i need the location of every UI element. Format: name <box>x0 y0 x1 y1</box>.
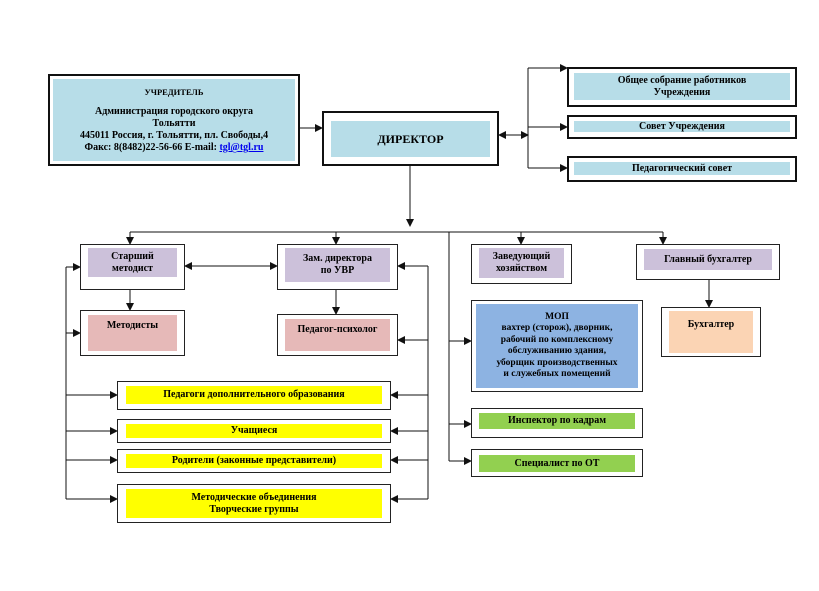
ot-specialist-label: Специалист по ОТ <box>479 455 635 472</box>
deputy-director-line2: по УВР <box>320 265 355 276</box>
board-box: Совет Учреждения <box>567 115 797 139</box>
mop-line5: и служебных помещений <box>503 369 611 379</box>
parents-label: Родители (законные представители) <box>126 454 382 468</box>
director-label: ДИРЕКТОР <box>331 121 490 157</box>
pedagogical-council-box: Педагогический совет <box>567 156 797 182</box>
senior-methodist-line2: методист <box>112 262 153 274</box>
chief-accountant-box: Главный бухгалтер <box>636 244 780 280</box>
household-manager-line1: Заведующий <box>492 251 551 262</box>
founder-fax: Факс: 8(8482)22-56-66 E-mail: <box>84 142 217 153</box>
founder-heading: УЧРЕДИТЕЛЬ <box>144 87 204 97</box>
pedagogical-council-label: Педагогический совет <box>574 162 790 175</box>
students-label: Учащиеся <box>126 424 382 438</box>
method-groups-line2: Творческие группы <box>209 503 299 515</box>
senior-methodist-line1: Старший <box>111 250 154 262</box>
accountant-label: Бухгалтер <box>669 311 753 353</box>
founder-contacts: Факс: 8(8482)22-56-66 E-mail: tgl@tgl.ru <box>85 142 264 154</box>
additional-teachers-label: Педагоги дополнительного образования <box>126 386 382 404</box>
founder-content: УЧРЕДИТЕЛЬ Администрация городского окру… <box>53 79 295 161</box>
household-manager-label: Заведующий хозяйством <box>479 248 564 278</box>
additional-teachers-box: Педагоги дополнительного образования <box>117 381 391 410</box>
director-box: ДИРЕКТОР <box>322 111 499 166</box>
mop-line2: рабочий по комплексному <box>500 334 614 345</box>
board-label: Совет Учреждения <box>574 121 790 132</box>
ot-specialist-box: Специалист по ОТ <box>471 449 643 477</box>
psychologist-label: Педагог-психолог <box>285 319 390 351</box>
founder-org: Администрация городского округа <box>94 106 254 117</box>
founder-address: 445011 Россия, г. Тольятти, пл. Свободы,… <box>79 130 269 141</box>
parents-box: Родители (законные представители) <box>117 449 391 473</box>
mop-line4: уборщик производственных <box>496 357 618 368</box>
chief-accountant-label: Главный бухгалтер <box>644 249 772 270</box>
psychologist-box: Педагог-психолог <box>277 314 398 356</box>
founder-city: Тольятти <box>152 118 196 129</box>
method-groups-line1: Методические объединения <box>191 491 317 503</box>
general-meeting-box: Общее собрание работников Учреждения <box>567 67 797 107</box>
founder-box: УЧРЕДИТЕЛЬ Администрация городского окру… <box>48 74 300 166</box>
household-manager-box: Заведующий хозяйством <box>471 244 572 284</box>
deputy-director-label: Зам. директора по УВР <box>285 248 390 282</box>
mop-title: МОП <box>545 311 569 322</box>
general-meeting-label: Общее собрание работников Учреждения <box>574 73 790 100</box>
methodists-label: Методисты <box>88 315 177 351</box>
deputy-director-line1: Зам. директора <box>302 253 372 264</box>
household-manager-line2: хозяйством <box>495 263 548 274</box>
mop-label: МОП вахтер (сторож), дворник, рабочий по… <box>476 304 638 388</box>
senior-methodist-box: Старший методист <box>80 244 185 290</box>
mop-box: МОП вахтер (сторож), дворник, рабочий по… <box>471 300 643 392</box>
hr-inspector-label: Инспектор по кадрам <box>479 413 635 429</box>
students-box: Учащиеся <box>117 419 391 443</box>
mop-line1: вахтер (сторож), дворник, <box>501 323 613 333</box>
general-meeting-line2: Учреждения <box>653 86 711 98</box>
founder-email-link[interactable]: tgl@tgl.ru <box>219 142 264 153</box>
mop-line3: обслуживанию здания, <box>507 346 607 356</box>
methodists-box: Методисты <box>80 310 185 356</box>
accountant-box: Бухгалтер <box>661 307 761 357</box>
method-groups-label: Методические объединения Творческие груп… <box>126 489 382 518</box>
hr-inspector-box: Инспектор по кадрам <box>471 408 643 438</box>
senior-methodist-label: Старший методист <box>88 248 177 277</box>
method-groups-box: Методические объединения Творческие груп… <box>117 484 391 523</box>
deputy-director-box: Зам. директора по УВР <box>277 244 398 290</box>
general-meeting-line1: Общее собрание работников <box>617 74 747 86</box>
